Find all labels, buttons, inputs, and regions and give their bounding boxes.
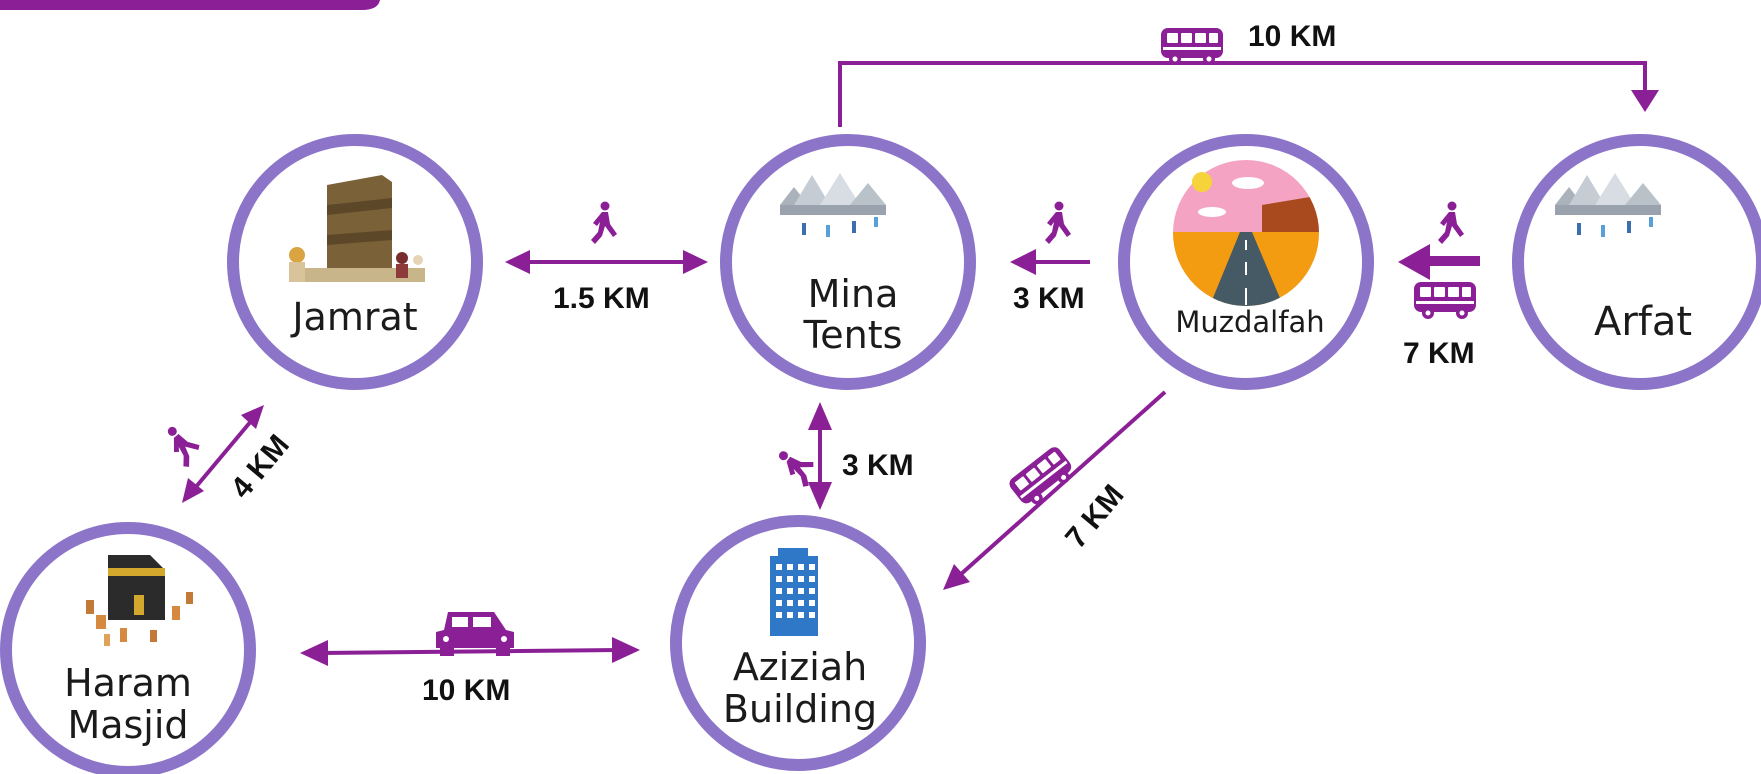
route-mina-aziziah-distance: 3 KM (842, 449, 914, 482)
route-mina-arfat: 10 KM (838, 20, 1659, 127)
node-muzdalfah-label: Muzdalfah (1175, 305, 1324, 339)
kaaba-icon (86, 555, 193, 646)
bus-icon (1161, 28, 1223, 65)
node-haram-label-line1: Haram (64, 661, 192, 705)
walk-icon (1045, 201, 1071, 244)
car-icon (436, 612, 514, 656)
route-muzdalfah-mina-distance: 3 KM (1013, 282, 1085, 315)
node-mina-label-line2: Tents (803, 313, 903, 357)
node-mina-label-line1: Mina (808, 272, 899, 316)
node-aziziah-label-line1: Aziziah (733, 645, 867, 689)
node-aziziah: Aziziah Building (670, 515, 926, 771)
header-tab (0, 0, 380, 10)
route-muzdalfah-aziziah: 7 KM (943, 390, 1167, 590)
walk-icon (591, 201, 617, 244)
node-jamrat: Jamrat (227, 134, 483, 390)
node-jamrat-label: Jamrat (290, 295, 417, 339)
bus-icon (1414, 282, 1476, 319)
node-mina: Mina Tents (720, 134, 976, 390)
route-jamrat-mina: 1.5 KM (505, 201, 708, 315)
node-haram: Haram Masjid (0, 522, 256, 774)
route-haram-jamrat: 4 KM (158, 405, 296, 505)
route-haram-aziziah: 10 KM (300, 612, 640, 707)
route-haram-aziziah-distance: 10 KM (422, 674, 510, 707)
route-muzdalfah-aziziah-distance: 7 KM (1059, 479, 1130, 555)
walk-icon (1438, 201, 1464, 244)
route-muzdalfah-mina: 3 KM (1010, 201, 1090, 315)
route-mina-arfat-distance: 10 KM (1248, 20, 1336, 53)
node-arfat-label: Arfat (1594, 299, 1692, 345)
building-icon (770, 548, 818, 636)
jamrat-pillar-icon (289, 175, 425, 282)
node-arfat: Arfat (1512, 134, 1761, 390)
node-aziziah-label-line2: Building (723, 687, 877, 731)
route-jamrat-mina-distance: 1.5 KM (553, 282, 650, 315)
route-arfat-muzdalfah: 7 KM (1398, 201, 1480, 370)
walk-icon (158, 420, 206, 470)
node-haram-label-line2: Masjid (67, 703, 188, 747)
route-arfat-muzdalfah-distance: 7 KM (1403, 337, 1475, 370)
node-muzdalfah: Muzdalfah (1118, 134, 1374, 390)
route-mina-aziziah: 3 KM (771, 402, 914, 510)
